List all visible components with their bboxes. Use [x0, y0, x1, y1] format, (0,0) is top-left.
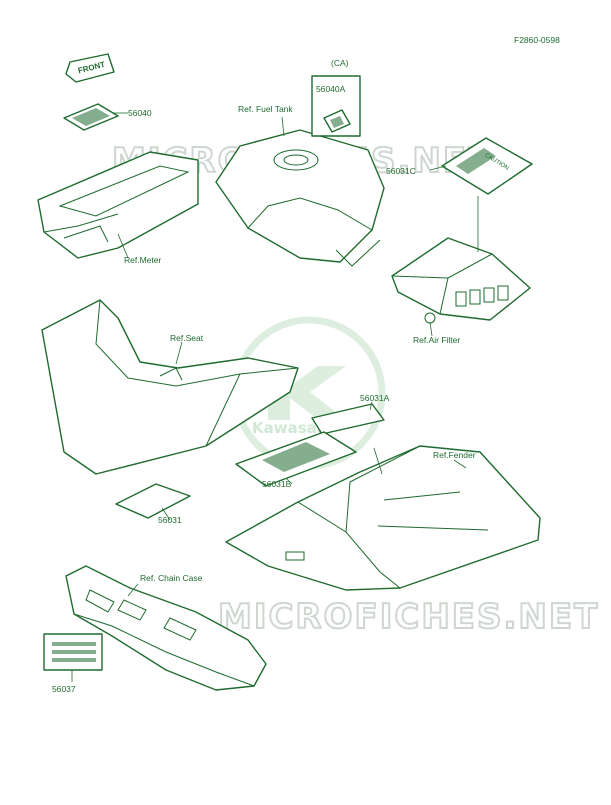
label-56040a-part — [311, 75, 361, 137]
callout-labels: F2860-0598 (CA) 56040A 56040 Ref. Fuel T… — [52, 35, 560, 694]
label-ref-fender: Ref.Fender — [433, 450, 476, 460]
chain-case — [65, 565, 267, 691]
label-56031c-part: CAUTION — [429, 137, 533, 195]
drawing-code: F2860-0598 — [514, 35, 560, 45]
rear-fender — [225, 445, 541, 591]
label-56037: 56037 — [52, 684, 76, 694]
meter-housing — [37, 151, 199, 259]
logo-text: Kawasaki — [252, 419, 332, 437]
label-56040-part — [63, 103, 128, 131]
label-56031c: 56031C — [386, 166, 416, 176]
label-56040a: 56040A — [316, 84, 346, 94]
front-sticker: FRONT — [65, 53, 115, 83]
label-56031: 56031 — [158, 515, 182, 525]
label-56037-part — [43, 633, 103, 682]
label-ref-meter: Ref.Meter — [124, 255, 161, 265]
tag-ca: (CA) — [331, 58, 349, 68]
label-ref-chain-case: Ref. Chain Case — [140, 573, 203, 583]
label-56031-part — [115, 483, 191, 521]
label-56031a-part — [311, 401, 385, 435]
label-ref-air-filter: Ref.Air Filter — [413, 335, 460, 345]
label-ref-seat: Ref.Seat — [170, 333, 204, 343]
label-56031b-part — [235, 431, 357, 487]
seat — [41, 299, 299, 475]
label-56031a: 56031A — [360, 393, 390, 403]
watermark-text-bottom: MICROFICHES.NET — [218, 597, 599, 637]
fuel-tank — [215, 116, 385, 267]
label-ref-fuel-tank: Ref. Fuel Tank — [238, 104, 293, 114]
label-56040: 56040 — [128, 108, 152, 118]
air-filter — [391, 196, 531, 337]
label-56031b: 56031B — [262, 479, 292, 489]
